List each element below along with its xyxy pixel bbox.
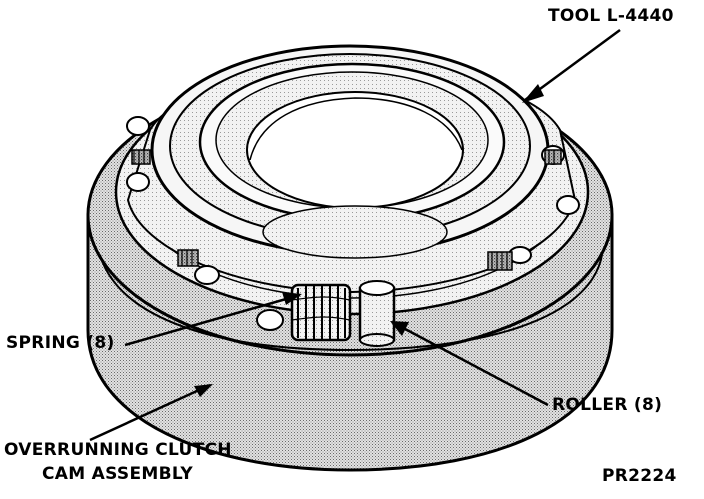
roller-leader — [391, 320, 549, 407]
label-cam-line2: CAM ASSEMBLY — [42, 464, 193, 484]
label-tool: TOOL L-4440 — [548, 6, 674, 26]
main-spring — [290, 283, 352, 342]
label-roller: ROLLER (8) — [552, 395, 663, 415]
figure-id: PR2224 — [602, 466, 677, 486]
cam-leader — [89, 383, 211, 442]
leader-lines — [89, 28, 621, 442]
roller — [358, 280, 396, 347]
label-cam-line1: OVERRUNNING CLUTCH — [4, 440, 232, 460]
label-spring: SPRING (8) — [6, 333, 115, 353]
tool-ring — [150, 44, 550, 259]
spring-leader — [124, 293, 301, 347]
tool-leader — [524, 28, 621, 102]
side-springs — [131, 149, 562, 271]
arrowheads — [194, 84, 544, 397]
